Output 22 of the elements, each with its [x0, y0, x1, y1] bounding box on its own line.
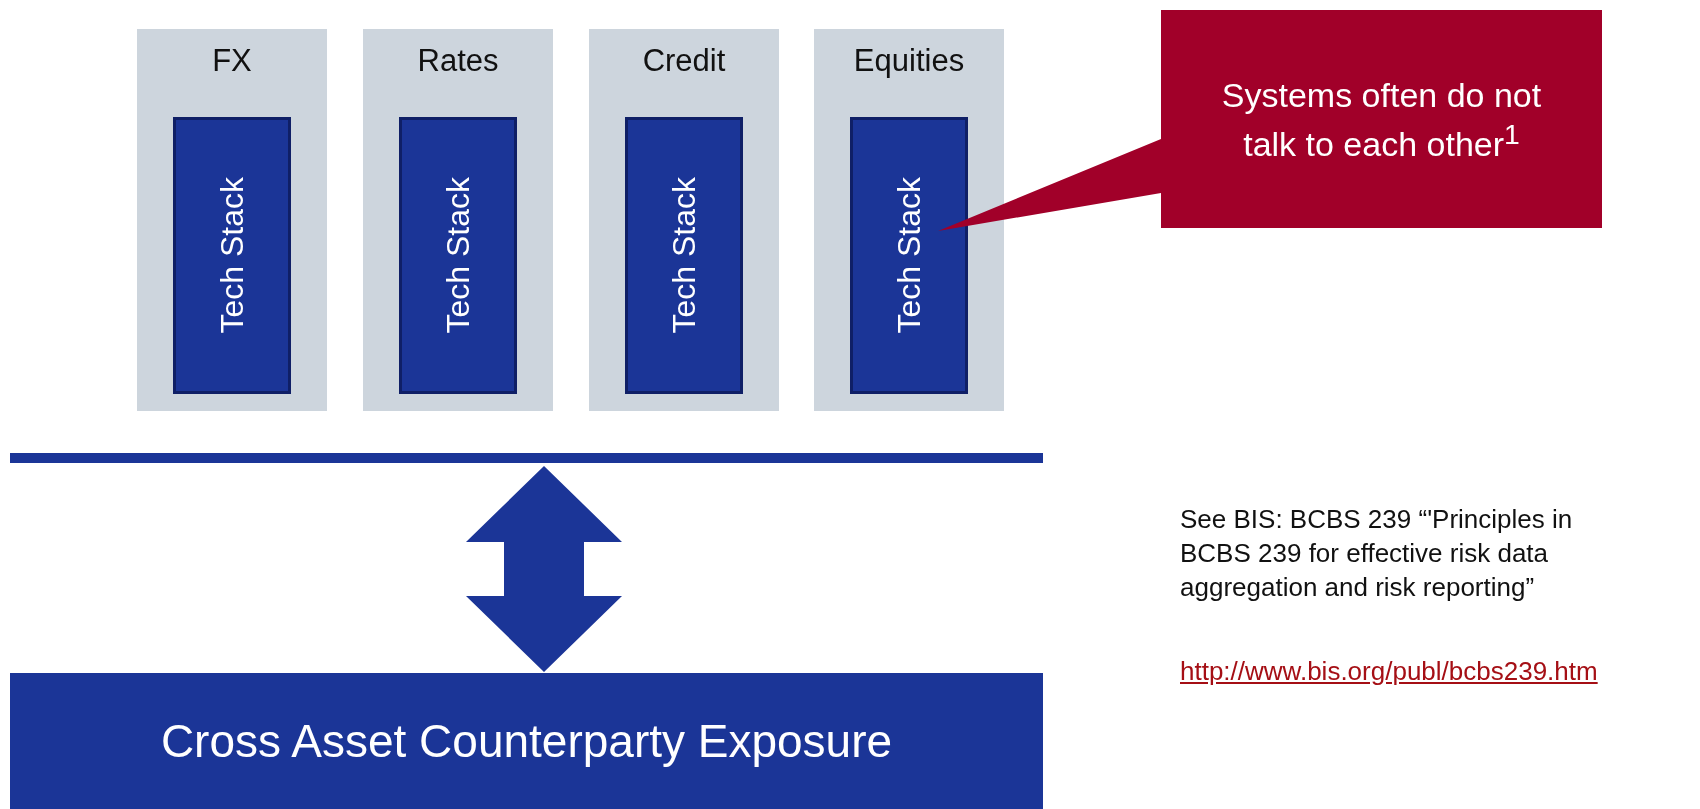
- tech-stack-box: [399, 117, 517, 394]
- tech-stack-box: [173, 117, 291, 394]
- callout-text: Systems often do not talk to each other$^{1}$: [1220, 75, 1543, 165]
- column-heading: FX: [211, 43, 253, 79]
- box-label: Tech Stack: [213, 177, 251, 334]
- link: http://www.bis.org/publ/bcbs239.htm: [1180, 655, 1598, 688]
- box-label: Tech Stack: [665, 177, 703, 334]
- column-heading: Credit: [641, 43, 727, 79]
- column-panel: [137, 29, 327, 411]
- tech-stack-box: [850, 117, 968, 394]
- source-note: See BIS: BCBS 239 “'Principles in BCBS 239 for effective risk data aggregation and risk reporting”: [1180, 503, 1574, 604]
- column-panel: [589, 29, 779, 411]
- tech-stack-box: [625, 117, 743, 394]
- column-heading: Equities: [852, 43, 966, 79]
- divider-bar: [10, 453, 1043, 463]
- column-heading: Rates: [416, 43, 500, 79]
- column-panel: [814, 29, 1004, 411]
- exposure-banner: Cross Asset Counterparty Exposure: [10, 673, 1043, 809]
- column-panel: [363, 29, 553, 411]
- box-label: Tech Stack: [439, 177, 477, 334]
- box-label: Tech Stack: [890, 177, 928, 334]
- double-headed-arrow: [466, 466, 622, 672]
